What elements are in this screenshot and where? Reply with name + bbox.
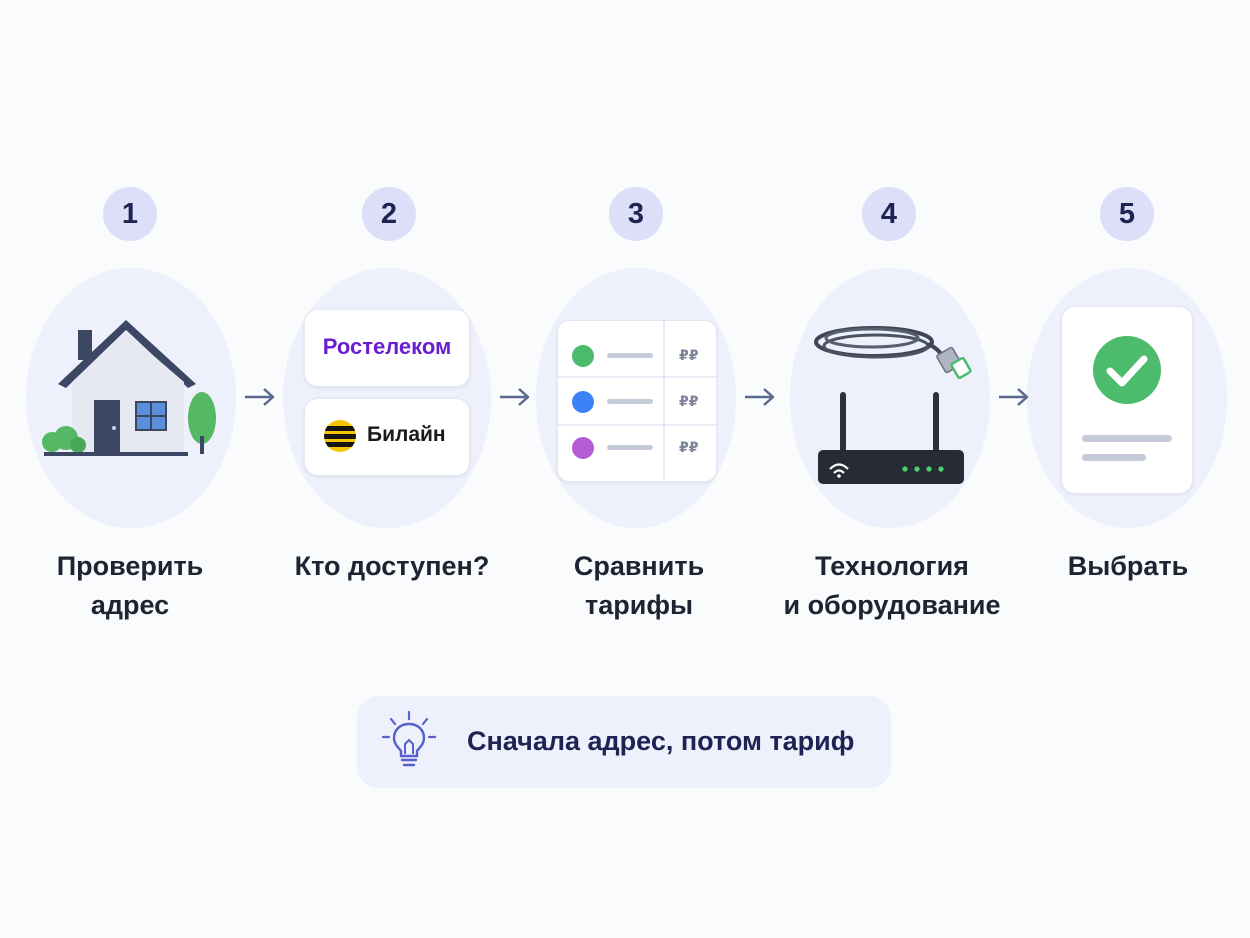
label-line: тарифы [584, 590, 693, 620]
checkmark-document-icon [1061, 306, 1193, 494]
step-3-badge: 3 [609, 187, 663, 241]
step-number: 2 [380, 197, 398, 230]
step-4-badge: 4 [862, 187, 916, 241]
step-number: 5 [1118, 197, 1136, 230]
step-number: 1 [121, 197, 139, 230]
label-line: Кто доступен? [294, 551, 490, 581]
tariff-dot-blue [572, 391, 594, 413]
label-line: и оборудование [783, 590, 1001, 620]
house-icon [42, 320, 216, 456]
text-line [1082, 454, 1146, 461]
step-4-label: Технология и оборудование [762, 547, 1022, 625]
check-circle-icon [1093, 336, 1161, 404]
tariff-dot-green [572, 345, 594, 367]
arrow-icon [500, 388, 530, 406]
arrow-icon [999, 388, 1029, 406]
step-1-label: Проверить адрес [0, 547, 260, 625]
step-2-label: Кто доступен? [262, 547, 522, 586]
arrow-icon [745, 388, 775, 406]
step-4-background [790, 268, 990, 528]
tariff-price: ₽₽ [679, 347, 699, 363]
step-2-badge: 2 [362, 187, 416, 241]
provider-name-rostelecom: Ростелеком [322, 334, 452, 359]
step-number: 3 [627, 197, 645, 230]
provider-card-beeline: Билайн [304, 398, 470, 476]
step-3-label: Сравнить тарифы [509, 547, 769, 625]
step-5-label: Выбрать [998, 547, 1250, 586]
label-line: Сравнить [573, 551, 705, 581]
label-line: Проверить [56, 551, 204, 581]
provider-name-beeline: Билайн [367, 423, 446, 446]
arrow-icon [245, 388, 275, 406]
tariff-table-icon: ₽₽ ₽₽ ₽₽ [557, 320, 717, 482]
table-grid [558, 321, 716, 481]
step-1-badge: 1 [103, 187, 157, 241]
tip-box: Сначала адрес, потом тариф [357, 696, 891, 788]
tariff-price: ₽₽ [679, 439, 699, 455]
label-line: адрес [90, 590, 170, 620]
lightbulb-icon [381, 710, 437, 767]
beeline-logo-icon [324, 420, 356, 452]
tariff-price: ₽₽ [679, 393, 699, 409]
step-number: 4 [880, 197, 898, 230]
tariff-dot-purple [572, 437, 594, 459]
step-5-badge: 5 [1100, 187, 1154, 241]
label-line: Технология [815, 551, 969, 581]
router-icon [814, 326, 972, 484]
text-line [1082, 435, 1172, 442]
label-line: Выбрать [1067, 551, 1189, 581]
tip-text: Сначала адрес, потом тариф [467, 726, 855, 756]
provider-card-rostelecom: Ростелеком [304, 309, 470, 387]
